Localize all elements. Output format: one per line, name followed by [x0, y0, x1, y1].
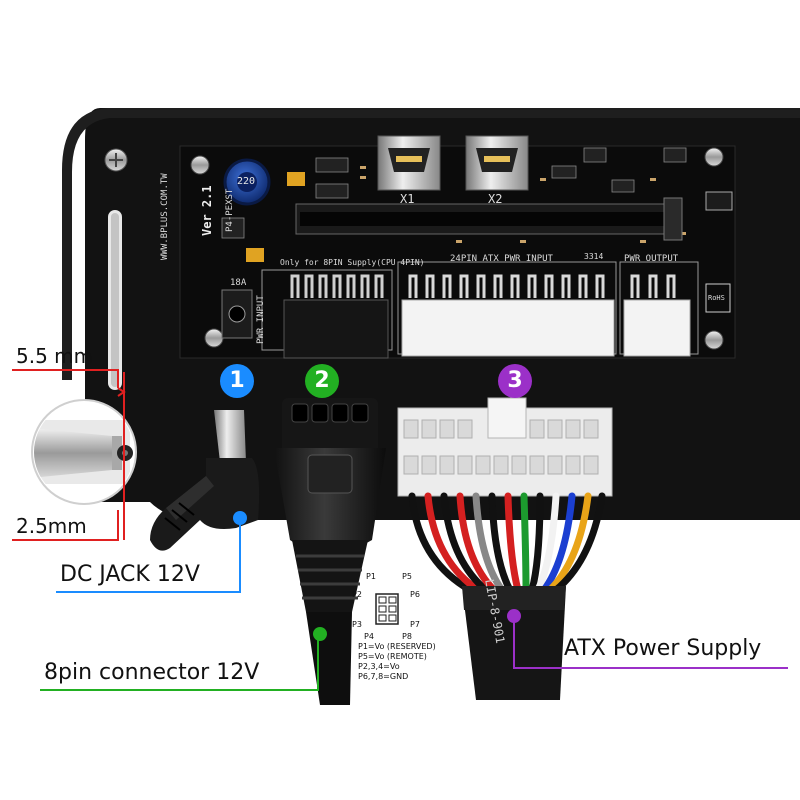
badge-atx: 3: [498, 364, 532, 398]
part-code: 3314: [584, 252, 604, 261]
atx-input-label: 24PIN ATX PWR INPUT: [450, 254, 553, 264]
pin-p3: P3: [352, 620, 362, 629]
dimension-outer: 5.5 mm: [16, 344, 94, 368]
inductor-marking: 220: [237, 176, 256, 187]
plug-zoom-inset: [31, 399, 137, 505]
badge-dc-jack: 1: [220, 364, 254, 398]
pcie-slot: [295, 197, 683, 241]
eight-pin-label: 8pin connector 12V: [44, 660, 260, 685]
bracket-screw: [104, 148, 128, 172]
rohs-mark: RoHS: [708, 294, 725, 302]
pinout-line2: P5=Vo (REMOTE): [358, 652, 427, 661]
dc-jack-label: DC JACK 12V: [60, 562, 200, 587]
pinout-diagram: [375, 593, 399, 625]
board-version: Ver 2.1: [200, 185, 214, 236]
current-rating: 18A: [230, 278, 247, 288]
pin-p8: P8: [402, 632, 412, 641]
pwr-output-label: PWR OUTPUT: [624, 254, 679, 264]
atx-label: ATX Power Supply: [564, 636, 762, 661]
hdmi-port-x2: [465, 135, 529, 191]
dc-jack-plug: [150, 410, 260, 551]
slot-label-x1: X1: [400, 192, 415, 206]
dimension-lines: [12, 369, 126, 541]
board-24pin-header: [401, 274, 615, 357]
pwr-input-label: PWR INPUT: [256, 295, 266, 344]
board-8pin-header: [283, 274, 389, 359]
jumper-header: [705, 191, 733, 211]
board-website: WWW.BPLUS.COM.TW: [160, 173, 170, 260]
pin-p4: P4: [364, 632, 374, 641]
pin-p6: P6: [410, 590, 420, 599]
pinout-line1: P1=Vo (RESERVED): [358, 642, 436, 651]
hdmi-port-x1: [377, 135, 441, 191]
capacitor: [246, 248, 264, 262]
capacitor: [287, 172, 305, 186]
pinout-line3: P2,3,4=Vo: [358, 662, 400, 671]
board-model: P4-PEXST: [225, 188, 235, 232]
atx-connector: [397, 397, 613, 700]
pin-p5: P5: [402, 572, 412, 581]
board-pwr-output-header: [623, 274, 691, 357]
pin-p1: P1: [366, 572, 376, 581]
pin-p2: P2: [352, 590, 362, 599]
badge-8pin: 2: [305, 364, 339, 398]
slot-label-x2: X2: [488, 192, 503, 206]
only-8pin-label: Only for 8PIN Supply(CPU 4PIN): [280, 258, 425, 267]
pin-p7: P7: [410, 620, 420, 629]
pinout-line4: P6,7,8=GND: [358, 672, 409, 681]
dimension-inner: 2.5mm: [16, 514, 87, 538]
board-dc-jack: [221, 289, 253, 339]
